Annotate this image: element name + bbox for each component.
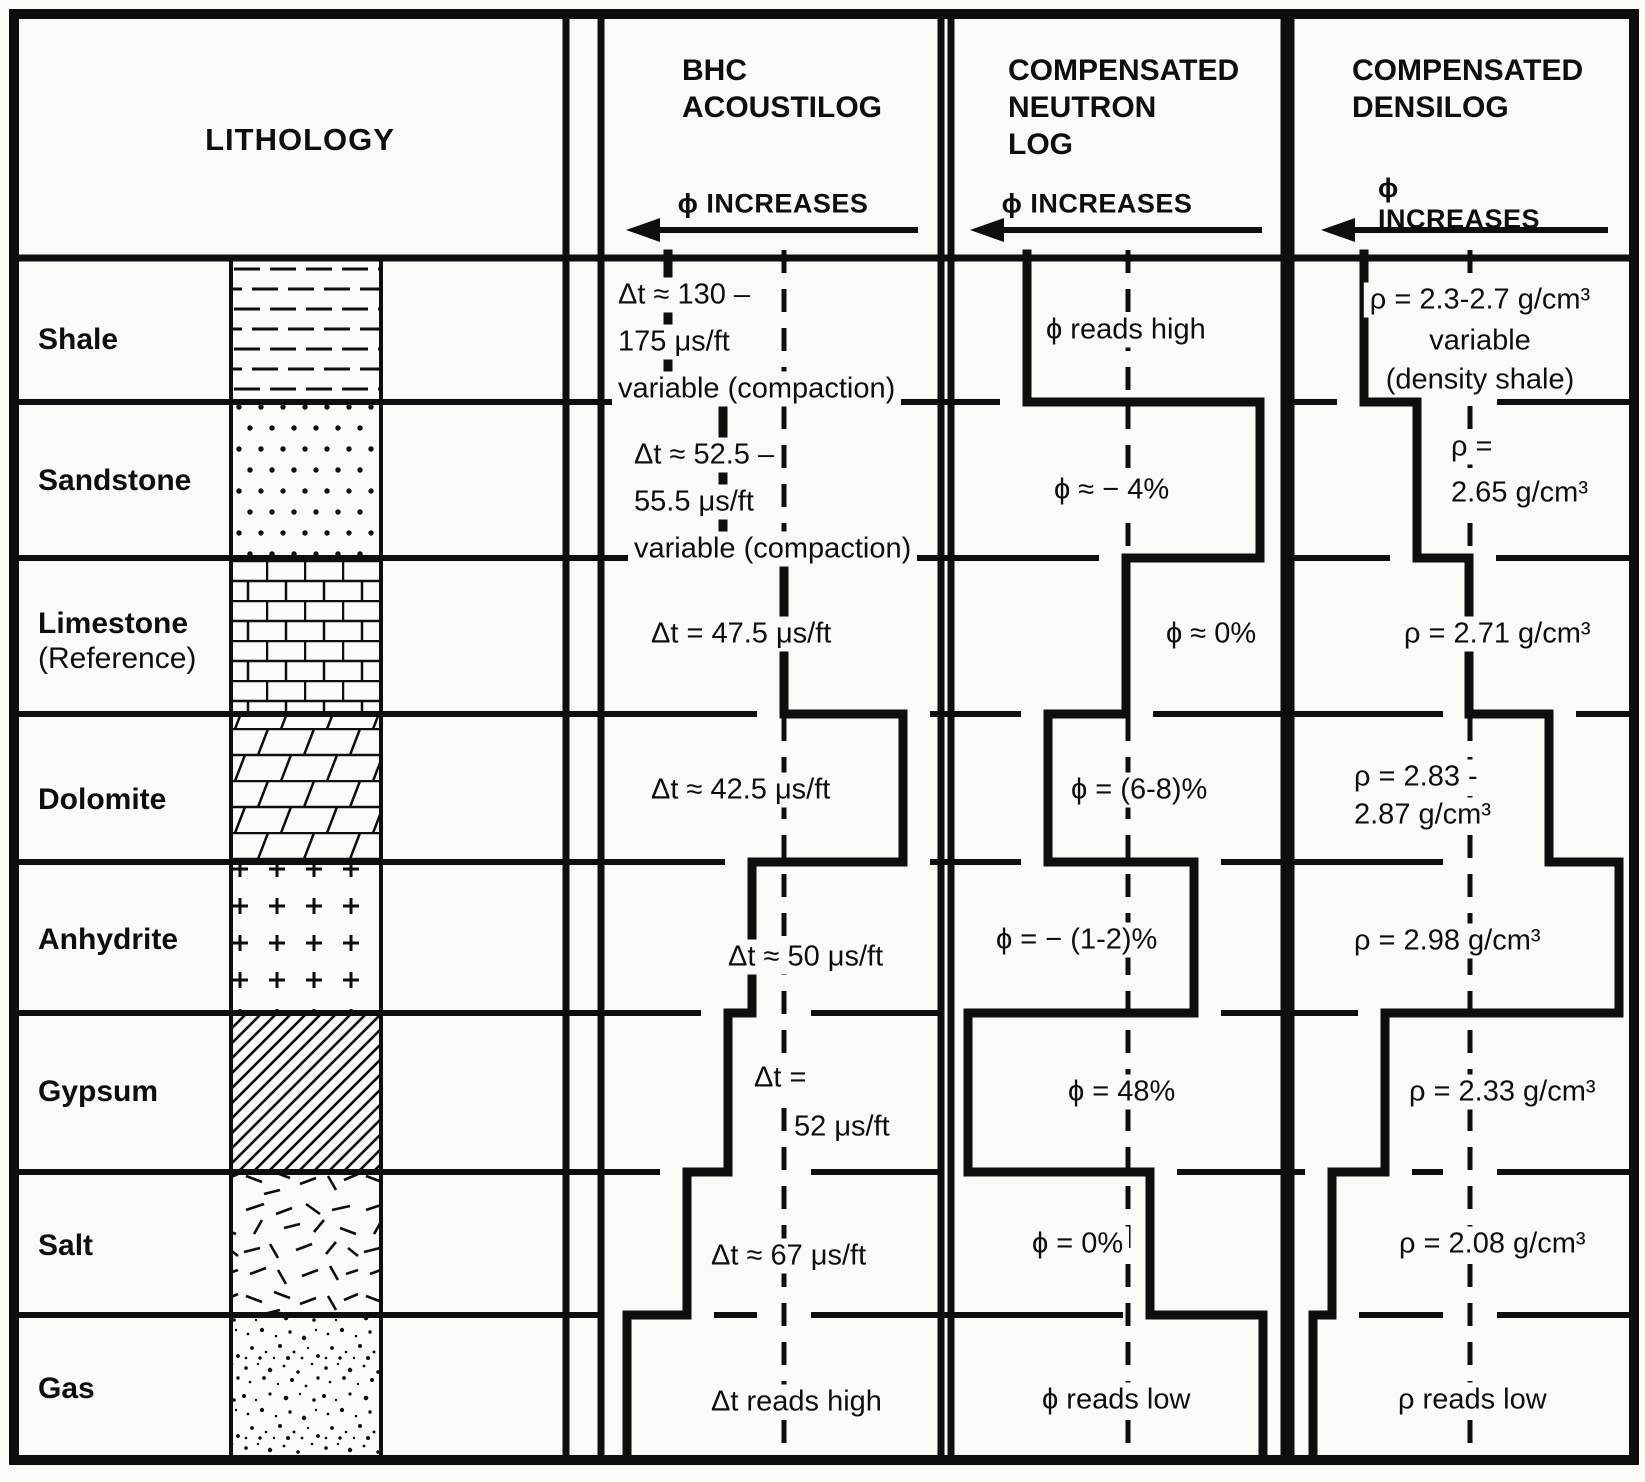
cell-densilog-sandstone: 2.65 g/cm³ [1445,475,1594,511]
column-title-line: ACOUSTILOG [682,91,882,124]
cell-neutron-dolomite: ϕ = (6-8)% [1065,772,1214,808]
left-arrow-icon [1321,218,1608,242]
cell-bhc-gypsum: 52 μs/ft [788,1109,896,1145]
cell-neutron-limestone: ϕ ≈ 0% [1160,616,1263,652]
cell-bhc-sandstone: Δt ≈ 52.5 – [628,437,781,473]
swatch-limestone [231,558,381,714]
cell-neutron-gas: ϕ reads low [1036,1382,1197,1418]
row-label-anhydrite: Anhydrite [38,923,179,956]
row-label-limestone: Limestone [38,607,189,640]
cell-densilog-dolomite: ρ = 2.83 - [1348,759,1484,795]
cell-bhc-shale: Δt ≈ 130 – [612,277,757,313]
cell-densilog-sandstone: ρ = [1445,429,1499,465]
cell-bhc-salt: Δt ≈ 67 μs/ft [705,1238,873,1274]
cell-densilog-dolomite: 2.87 g/cm³ [1348,797,1497,833]
cell-bhc-dolomite: Δt ≈ 42.5 μs/ft [645,772,837,808]
left-arrow-icon [970,218,1262,242]
cell-neutron-anhydrite: ϕ = − (1-2)% [990,922,1164,958]
cell-densilog-shale: (density shale) [1379,362,1581,398]
cell-neutron-shale: ϕ reads high [1040,312,1212,348]
column-title-line: COMPENSATED [1352,54,1584,87]
cell-bhc-sandstone: variable (compaction) [628,531,918,567]
column-title-line: NEUTRON [1008,91,1157,124]
row-label-sandstone: Sandstone [38,464,192,497]
log-response-curves [622,249,1624,1463]
swatch-dolomite [231,714,381,862]
cell-bhc-shale: variable (compaction) [612,371,902,407]
densilog-column-header: COMPENSATED DENSILOG [1352,52,1583,126]
porosity-increase-arrows [626,218,1608,242]
row-label-limestone-reference: (Reference) [38,642,197,675]
row-label-salt: Salt [38,1229,94,1262]
lithology-column-header: LITHOLOGY [205,122,395,157]
cell-densilog-shale: ρ = 2.3-2.7 g/cm³ [1363,282,1597,318]
limestone-reference-dashed-lines [781,250,1473,1458]
cell-bhc-anhydrite: Δt ≈ 50 μs/ft [722,939,890,975]
lithology-swatch-column [231,258,381,1462]
neutron-curve [963,249,1268,1463]
phi-increases-label: ϕ INCREASES [1001,188,1193,219]
row-label-dolomite: Dolomite [38,783,167,816]
phi-increases-label: ϕ INCREASES [1378,173,1541,234]
densilog-curve [1308,249,1624,1463]
swatch-sandstone [231,402,381,558]
cell-bhc-sandstone: 55.5 μs/ft [628,484,760,520]
bhc-curve [622,249,908,1463]
swatch-salt [231,1172,381,1315]
cell-neutron-gypsum: ϕ = 48% [1062,1074,1182,1110]
neutron-column-header: COMPENSATED NEUTRON LOG [1008,52,1239,163]
swatch-shale [231,258,381,402]
swatch-gas [231,1315,381,1462]
column-title-line: DENSILOG [1352,91,1509,124]
swatch-gypsum [231,1013,381,1172]
cell-neutron-sandstone: ϕ ≈ − 4% [1048,472,1176,508]
cell-densilog-gas: ρ reads low [1392,1382,1553,1418]
cell-bhc-shale: 175 μs/ft [612,324,736,360]
cell-bhc-limestone: Δt = 47.5 μs/ft [645,616,838,652]
cell-bhc-gas: Δt reads high [705,1384,888,1420]
swatch-anhydrite [231,862,381,1013]
cell-densilog-gypsum: ρ = 2.33 g/cm³ [1403,1074,1602,1110]
row-label-gypsum: Gypsum [38,1075,159,1108]
cell-densilog-anhydrite: ρ = 2.98 g/cm³ [1348,923,1547,959]
cell-neutron-salt: ϕ = 0% [1026,1226,1130,1262]
column-title-line: COMPENSATED [1008,54,1240,87]
phi-increases-label: ϕ INCREASES [677,188,869,219]
cell-densilog-shale: variable [1423,323,1537,359]
cell-densilog-limestone: ρ = 2.71 g/cm³ [1398,616,1597,652]
left-arrow-icon [626,218,918,242]
bhc-column-header: BHC ACOUSTILOG [682,52,882,126]
row-label-gas: Gas [38,1372,95,1405]
column-title-line: LOG [1008,128,1073,161]
row-label-shale: Shale [38,323,119,356]
cell-densilog-salt: ρ = 2.08 g/cm³ [1393,1226,1592,1262]
cell-bhc-gypsum: Δt = [748,1060,813,1096]
column-title-line: BHC [682,54,747,87]
